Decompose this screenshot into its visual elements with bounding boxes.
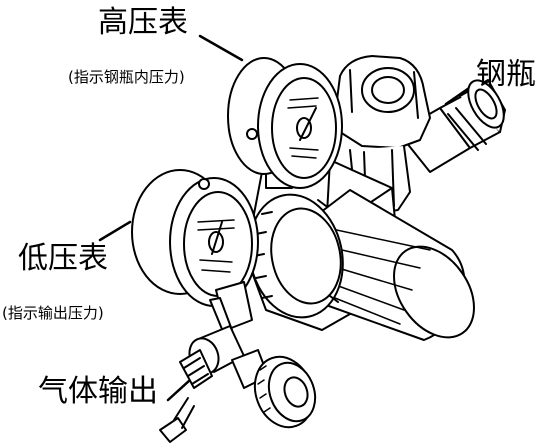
high-pressure-gauge: [227, 57, 343, 189]
low-pressure-gauge: [131, 169, 259, 307]
adjustment-knob: [299, 189, 475, 341]
output-valve-wheel: [231, 349, 317, 429]
leader-high-gauge: [198, 34, 244, 62]
label-gas-output: 气体输出: [38, 374, 158, 409]
label-low-pressure-gauge-note: (指示输出压力): [2, 304, 104, 322]
bonnet-ring: [248, 193, 344, 319]
label-high-pressure-gauge-note: (指示钢瓶内压力): [68, 68, 185, 86]
label-high-pressure-gauge: 高压表: [98, 5, 188, 40]
valve-handwheel: [335, 55, 431, 215]
label-cylinder: 钢瓶: [476, 57, 536, 92]
leader-low-gauge: [98, 220, 132, 242]
label-low-pressure-gauge: 低压表: [18, 241, 108, 276]
output-nozzle: [159, 397, 195, 443]
leader-gas-output: [166, 378, 192, 402]
